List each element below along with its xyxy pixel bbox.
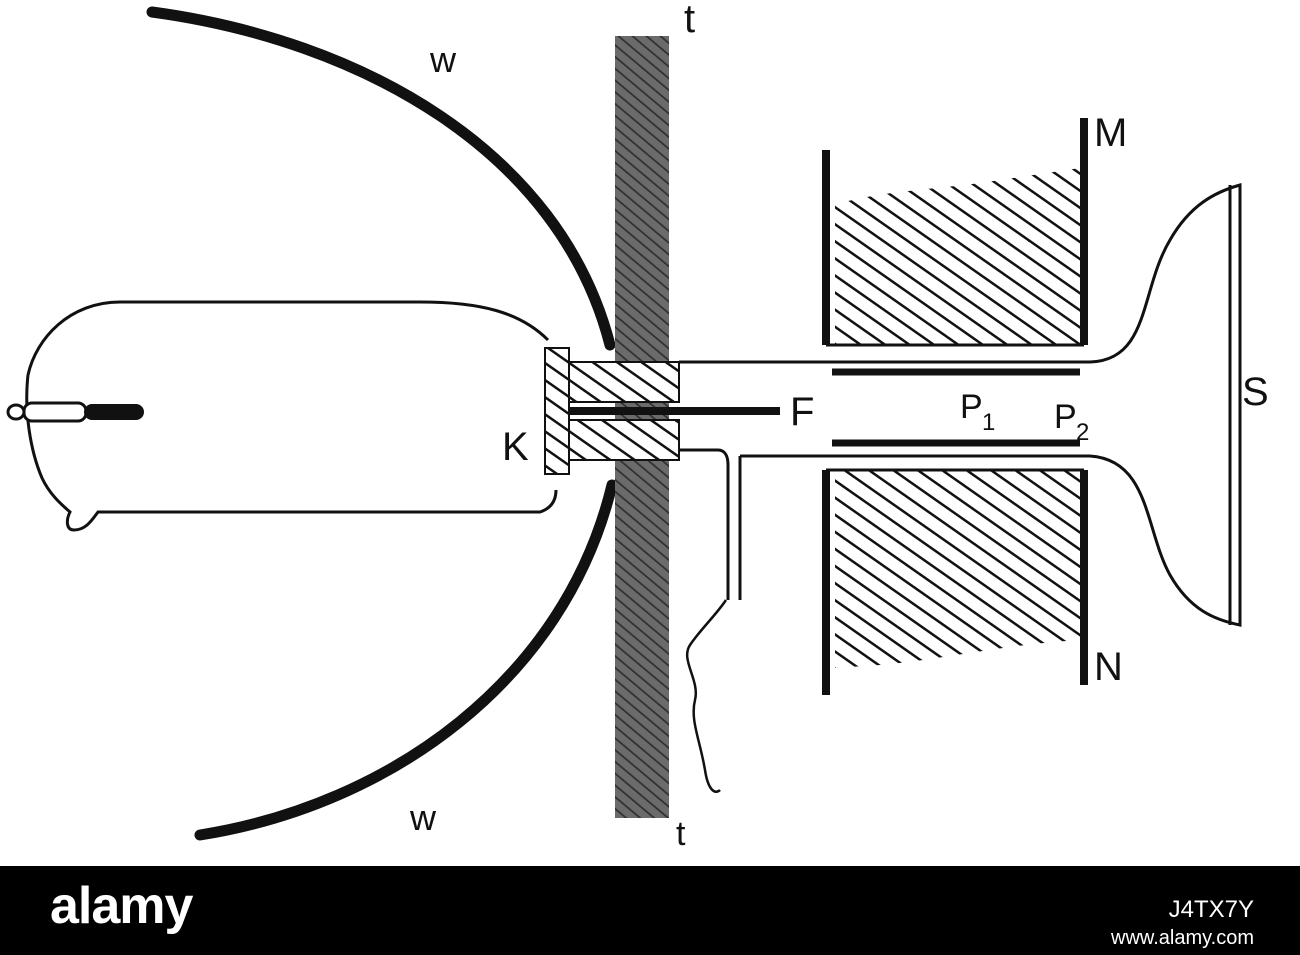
cathode-block bbox=[544, 347, 780, 475]
label-M: M bbox=[1094, 111, 1127, 155]
label-w-top: w bbox=[429, 39, 457, 80]
label-N: N bbox=[1094, 645, 1123, 689]
coil-top bbox=[835, 168, 1080, 345]
label-P2-sub: 2 bbox=[1076, 419, 1089, 446]
image-id: J4TX7Y bbox=[1168, 896, 1254, 923]
label-K: K bbox=[502, 425, 529, 469]
stock-watermark-bar: alamy J4TX7Y www.alamy.com bbox=[0, 866, 1300, 955]
arc-w-top bbox=[146, 6, 616, 351]
label-F: F bbox=[790, 390, 814, 434]
glass-bulb bbox=[25, 300, 558, 532]
label-P1: P bbox=[960, 388, 983, 426]
lead-wire bbox=[685, 599, 728, 794]
label-P2: P bbox=[1054, 398, 1077, 436]
coil-bottom bbox=[835, 470, 1080, 668]
electrode-icon bbox=[6, 401, 144, 423]
cathode-ray-tube-diagram: w w t t M N S K F P 1 P 2 bbox=[6, 0, 1269, 853]
stock-url: www.alamy.com bbox=[1111, 927, 1254, 949]
label-P1-sub: 1 bbox=[982, 409, 995, 436]
funnel-screen bbox=[1089, 183, 1242, 627]
label-t-bottom: t bbox=[676, 815, 686, 853]
label-w-bottom: w bbox=[409, 797, 437, 838]
alamy-logo: alamy bbox=[50, 877, 193, 935]
label-t-top: t bbox=[684, 0, 695, 41]
arc-w-bottom bbox=[194, 479, 618, 841]
side-tube bbox=[679, 448, 742, 600]
label-S: S bbox=[1242, 370, 1269, 414]
